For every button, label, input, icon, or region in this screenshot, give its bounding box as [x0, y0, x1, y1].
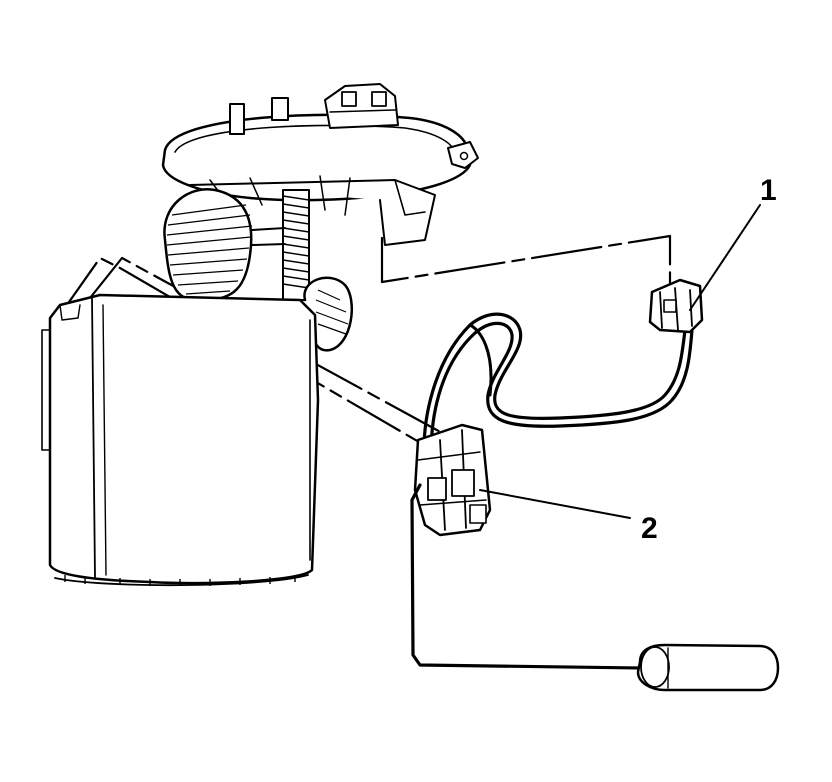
module-flange	[161, 83, 479, 246]
corrugated-hoses	[163, 187, 353, 352]
callout-2-label: 2	[641, 512, 658, 545]
electrical-connector	[648, 278, 704, 334]
wiring-harness	[422, 312, 694, 472]
float	[636, 643, 780, 692]
callout-1-label: 1	[760, 174, 777, 207]
reservoir-canister	[41, 293, 320, 587]
fuel-level-sender	[410, 423, 642, 670]
callout-leaders	[479, 204, 761, 519]
